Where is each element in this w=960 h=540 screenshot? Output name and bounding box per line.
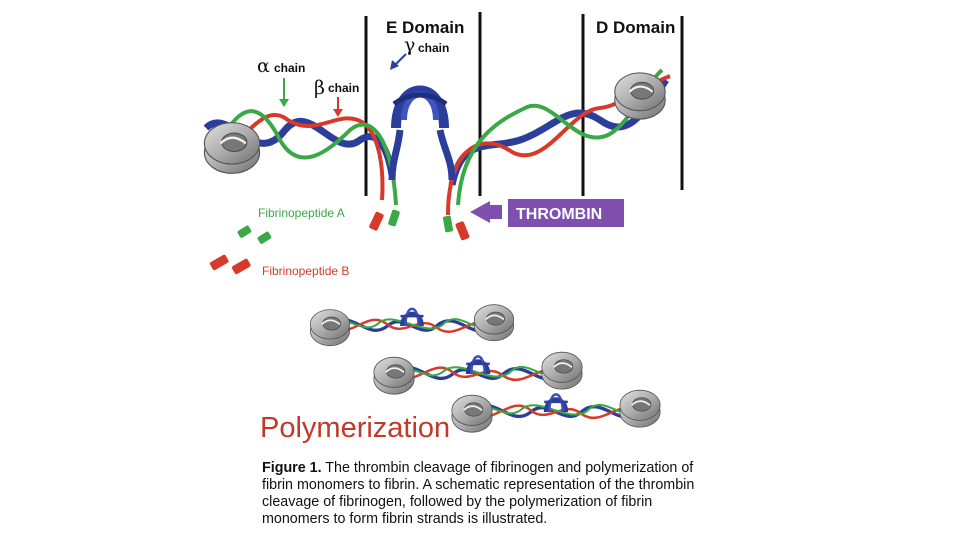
peptide-b-end xyxy=(455,221,470,241)
e-domain-central-arch xyxy=(388,85,456,181)
d-nodule-right xyxy=(613,71,667,121)
thrombin-box xyxy=(508,199,624,227)
d-nodule-left xyxy=(203,121,261,175)
fibrin-monomer xyxy=(310,305,513,346)
fibrinopeptide-a-label: Fibrinopeptide A xyxy=(258,206,345,220)
released-fibrinopeptide-a xyxy=(237,225,272,244)
caption-text: The thrombin cleavage of fibrinogen and … xyxy=(262,460,695,527)
figure-label: Figure 1. xyxy=(262,460,322,476)
fibrinopeptide-b-label: Fibrinopeptide B xyxy=(262,264,349,278)
peptide-a-end xyxy=(388,209,400,227)
fibrin-monomer xyxy=(452,390,660,432)
beta-chain-text: chain xyxy=(328,81,359,95)
gamma-chain-label: γ chain xyxy=(404,34,449,56)
released-fibrinopeptide-b xyxy=(209,254,251,275)
polymerization-label: Polymerization xyxy=(260,412,450,444)
thrombin-arrow: THROMBIN xyxy=(470,199,624,227)
beta-arrow xyxy=(333,97,343,117)
peptide-b-end xyxy=(369,211,384,231)
beta-symbol: β xyxy=(314,77,325,99)
alpha-chain-text: chain xyxy=(274,61,305,75)
e-domain-label: E Domain xyxy=(386,18,464,37)
thrombin-label: THROMBIN xyxy=(516,206,602,223)
figure-caption: Figure 1. The thrombin cleavage of fibri… xyxy=(262,460,702,528)
alpha-symbol: α xyxy=(257,55,270,77)
gamma-arrow xyxy=(390,53,407,70)
thrombin-arrowhead xyxy=(470,201,490,223)
gamma-symbol: γ xyxy=(404,34,415,56)
gamma-chain-text: chain xyxy=(418,41,449,55)
domain-dividers xyxy=(364,12,684,196)
fibrinogen-molecule xyxy=(203,68,671,241)
peptide-a-end xyxy=(442,215,454,233)
alpha-chain-label: α chain xyxy=(257,55,305,77)
fibrin-monomer xyxy=(374,352,582,394)
alpha-arrow xyxy=(279,78,289,107)
d-domain-label: D Domain xyxy=(596,18,675,37)
beta-chain-label: β chain xyxy=(314,77,359,99)
alpha-chain-left xyxy=(214,109,398,206)
